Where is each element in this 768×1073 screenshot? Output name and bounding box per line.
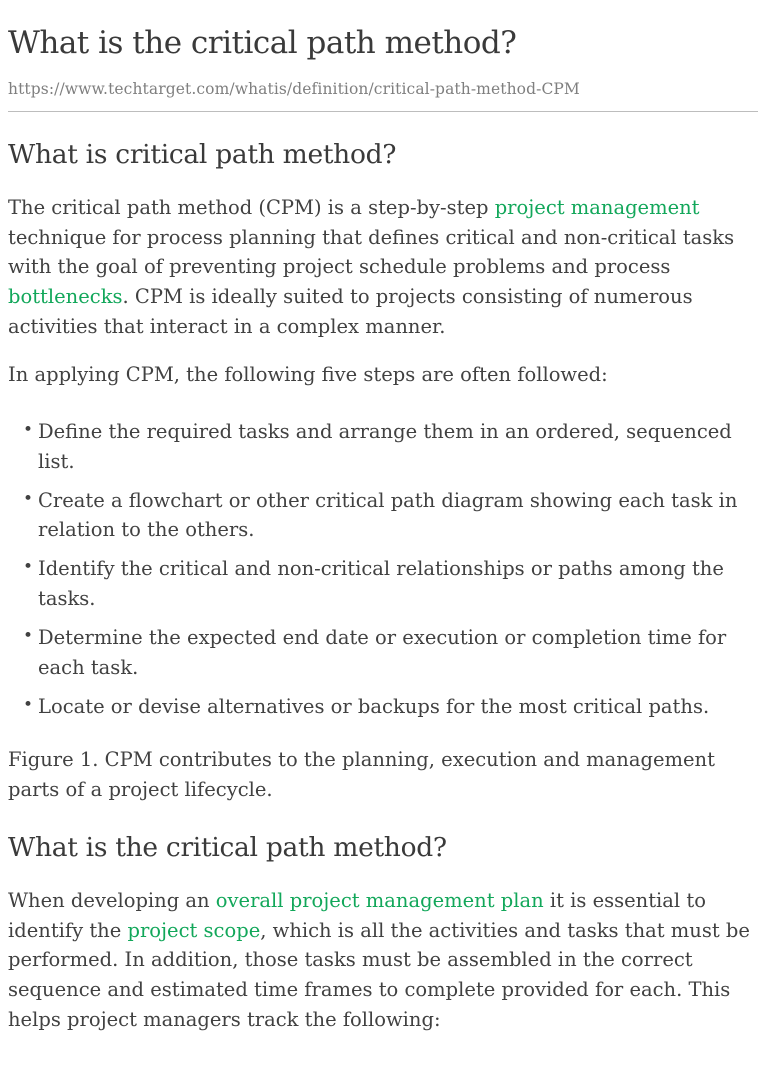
list-item: Define the required tasks and arrange th… bbox=[23, 417, 758, 477]
steps-list: Define the required tasks and arrange th… bbox=[8, 417, 758, 721]
intro-paragraph: The critical path method (CPM) is a step… bbox=[8, 193, 758, 341]
list-item: Locate or devise alternatives or backups… bbox=[23, 692, 758, 722]
text-segment: The critical path method (CPM) is a step… bbox=[8, 196, 495, 220]
project-management-link[interactable]: project management bbox=[494, 196, 700, 220]
section1-heading: What is critical path method? bbox=[8, 138, 397, 170]
source-url: https://www.techtarget.com/whatis/defini… bbox=[8, 79, 580, 98]
planning-paragraph: When developing an overall project manag… bbox=[8, 886, 758, 1034]
project-scope-link[interactable]: project scope bbox=[127, 918, 261, 942]
bottlenecks-link[interactable]: bottlenecks bbox=[8, 285, 123, 309]
page-title: What is the critical path method? bbox=[8, 25, 517, 61]
list-item: Identify the critical and non-critical r… bbox=[23, 554, 758, 614]
divider bbox=[8, 110, 758, 112]
text-segment: . CPM is ideally suited to projects cons… bbox=[8, 285, 693, 338]
list-item: Determine the expected end date or execu… bbox=[23, 623, 758, 683]
text-segment: When developing an bbox=[8, 889, 216, 913]
list-item: Create a flowchart or other critical pat… bbox=[23, 486, 758, 546]
text-segment: technique for process planning that defi… bbox=[8, 225, 735, 279]
figure-caption: Figure 1. CPM contributes to the plannin… bbox=[8, 748, 715, 802]
overall-project-management-plan-link[interactable]: overall project management plan bbox=[215, 889, 544, 913]
article: What is the critical path method? https:… bbox=[8, 24, 758, 1034]
steps-intro-paragraph: In applying CPM, the following five step… bbox=[8, 363, 608, 387]
section2-heading: What is the critical path method? bbox=[8, 831, 447, 863]
text-segment: it is essential to identify the bbox=[8, 889, 706, 942]
